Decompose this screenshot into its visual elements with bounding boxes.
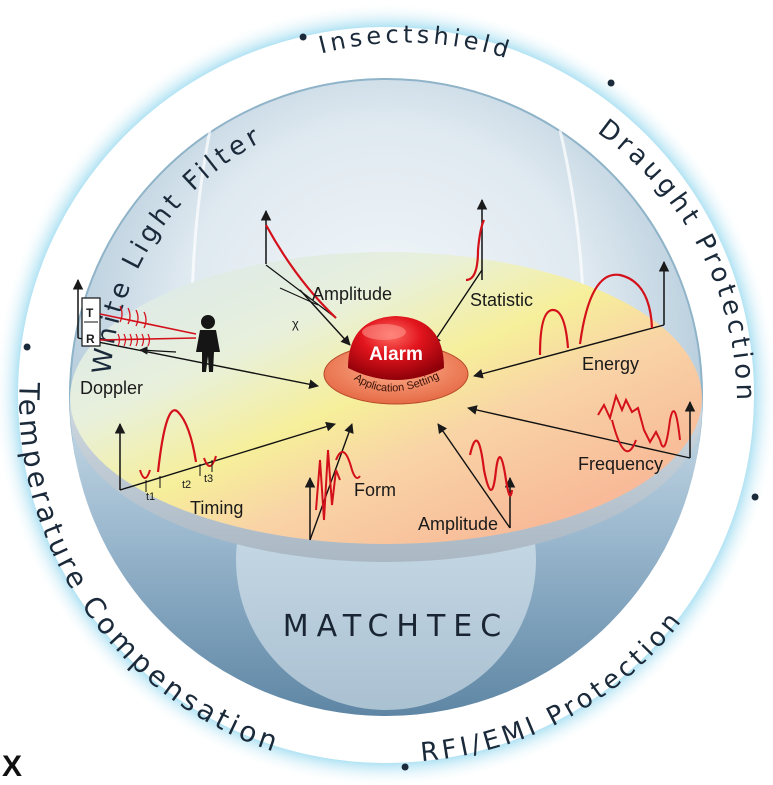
timing-t2: t2 xyxy=(182,479,191,491)
brand-label: MATCHTEC xyxy=(283,609,509,644)
transmitter-label: T xyxy=(86,306,94,320)
ring-separator-1: • xyxy=(296,24,314,52)
label-statistic: Statistic xyxy=(470,290,533,310)
ring-separator-2: • xyxy=(604,70,622,98)
ring-separator-5: • xyxy=(20,334,38,362)
timing-t3: t3 xyxy=(204,473,213,485)
receiver-label: R xyxy=(86,332,95,346)
amplitude-bottom-graph xyxy=(437,423,516,529)
label-timing: Timing xyxy=(190,498,243,518)
timing-graph xyxy=(114,409,336,492)
label-form: Form xyxy=(354,480,396,500)
frequency-graph xyxy=(467,392,696,459)
doppler-graph xyxy=(72,278,319,390)
label-doppler: Doppler xyxy=(80,378,143,398)
label-amplitude-top: Amplitude xyxy=(312,284,392,304)
alarm-button xyxy=(323,316,469,405)
ring-separator-3: • xyxy=(748,484,766,512)
label-energy: Energy xyxy=(582,354,639,374)
label-frequency: Frequency xyxy=(578,454,663,474)
alarm-label: Alarm xyxy=(369,344,423,365)
timing-t1: t1 xyxy=(146,491,155,503)
corner-mark: X xyxy=(2,750,22,783)
form-graph xyxy=(304,423,361,541)
chi-symbol: χ xyxy=(292,316,299,331)
label-amplitude-bottom: Amplitude xyxy=(418,514,498,534)
amplitude-top-graph: χ xyxy=(260,209,351,346)
person-icon xyxy=(196,315,220,372)
energy-graph xyxy=(473,260,670,379)
statistic-graph xyxy=(431,198,488,346)
ring-separator-4: • xyxy=(398,754,416,782)
